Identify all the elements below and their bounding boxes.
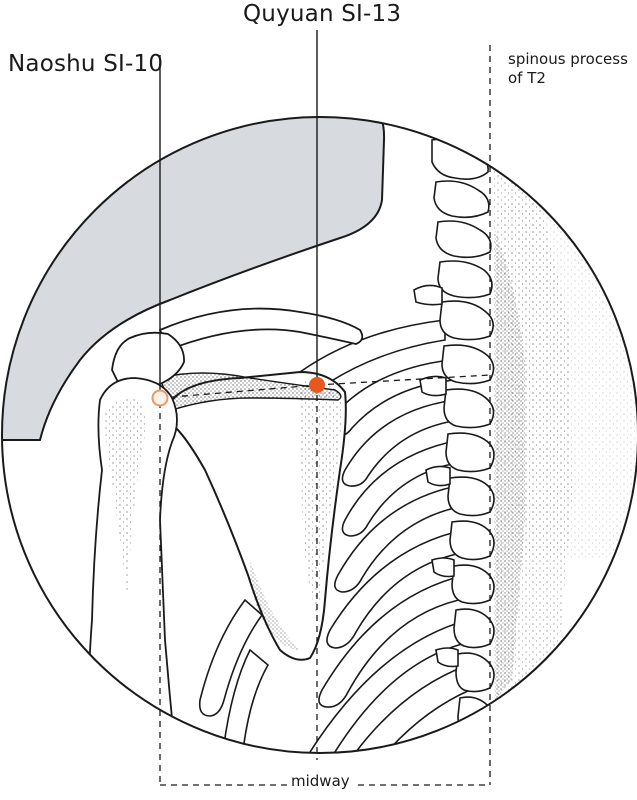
skin-stipple (500, 200, 637, 560)
quyuan-label: Quyuan SI-13 (243, 1, 402, 27)
scapula-shading (299, 380, 342, 620)
naoshu-point-marker (151, 389, 169, 407)
scapula-lower-shading (249, 560, 300, 650)
frame-circle (1, 116, 637, 754)
scapular-spine (159, 372, 342, 411)
spinous-label-line2: of T2 (508, 69, 546, 87)
humerus (87, 377, 178, 753)
ribs (198, 319, 471, 753)
quyuan-point-marker (309, 377, 325, 393)
spinous-label-line1: spinous process (508, 50, 628, 68)
clavicle (158, 307, 364, 352)
naoshu-label: Naoshu SI-10 (8, 51, 164, 77)
spinous-process-label: spinous process of T2 (508, 50, 628, 88)
vertebral-column (413, 138, 495, 737)
humerus-shading (104, 398, 146, 600)
midway-label: midway (288, 772, 353, 791)
